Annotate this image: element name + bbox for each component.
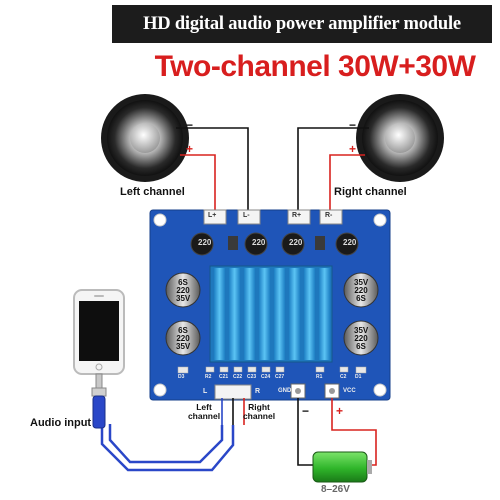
silk-c27: C27 — [275, 374, 285, 380]
cap-label-4: 220 — [343, 238, 357, 247]
amplifier-board — [149, 209, 391, 401]
silk-d3: D3 — [178, 374, 185, 380]
cap-label-1: 220 — [198, 238, 212, 247]
silk-c23: C23 — [247, 374, 257, 380]
smartphone-icon — [73, 289, 125, 375]
left-speaker-minus: − — [186, 118, 194, 132]
silk-r: R — [255, 388, 261, 395]
audio-input-label: Audio input — [30, 417, 92, 429]
right-speaker-plus: + — [349, 142, 357, 156]
speaker-wires — [176, 127, 369, 212]
silk-l-plus: L+ — [208, 212, 217, 219]
silk-c21: C21 — [219, 374, 229, 380]
silk-l: L — [203, 388, 208, 395]
power-minus: − — [302, 404, 310, 418]
silk-r2: R2 — [205, 374, 212, 380]
right-speaker-icon — [356, 94, 444, 182]
silk-d1: D1 — [355, 374, 362, 380]
silk-vcc: VCC — [343, 388, 356, 394]
input-wires — [100, 398, 245, 472]
audio-jack-icon — [91, 373, 107, 429]
silk-r1: R1 — [316, 374, 323, 380]
cap-label-3: 220 — [289, 238, 303, 247]
left-channel-label: Left channel — [120, 186, 185, 198]
product-title: HD digital audio power amplifier module — [112, 5, 492, 43]
right-speaker-minus: − — [349, 118, 357, 132]
silk-l-minus: L- — [243, 212, 250, 219]
silk-c24: C24 — [261, 374, 271, 380]
battery-icon — [312, 451, 372, 483]
silk-c22: C22 — [233, 374, 243, 380]
product-subtitle: Two-channel 30W+30W — [154, 50, 476, 83]
left-speaker-plus: + — [186, 142, 194, 156]
cap-label-2: 220 — [252, 238, 266, 247]
silk-r-minus: R- — [325, 212, 333, 219]
silk-gnd: GND — [278, 388, 292, 394]
right-channel-label: Right channel — [334, 186, 407, 198]
left-speaker-icon — [101, 94, 189, 182]
voltage-label: 8–26V — [321, 484, 350, 495]
silk-r-plus: R+ — [292, 212, 302, 219]
power-plus: + — [336, 404, 344, 418]
silk-c2: C2 — [340, 374, 347, 380]
power-wires — [297, 398, 377, 466]
